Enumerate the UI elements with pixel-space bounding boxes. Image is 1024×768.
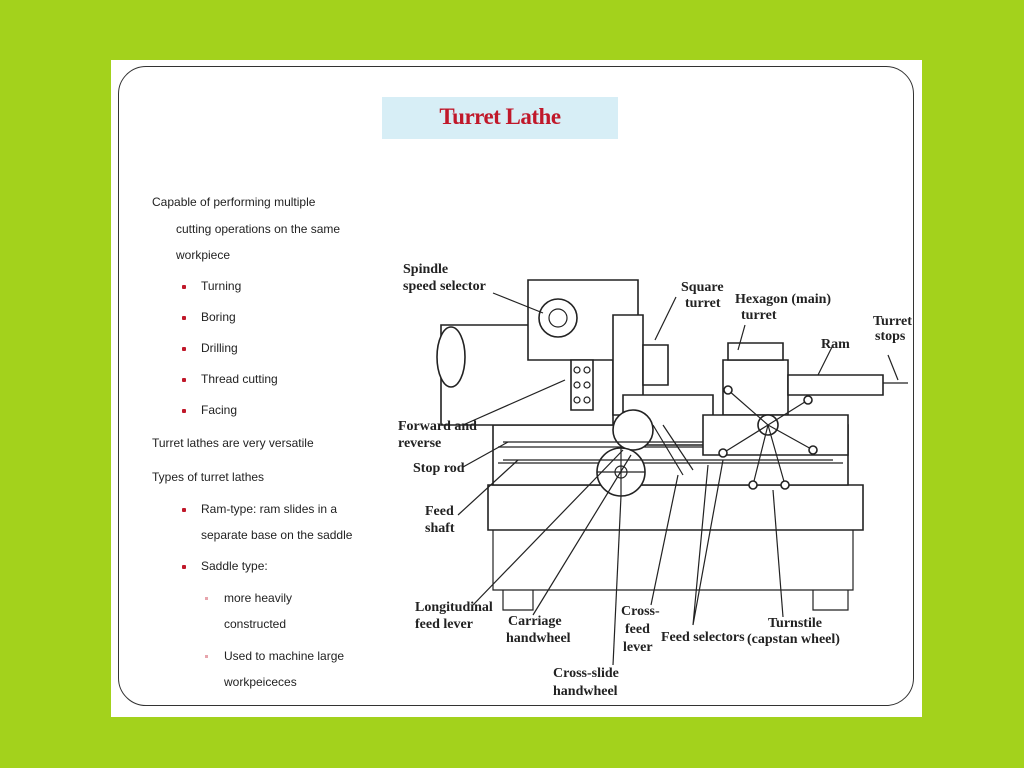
label-hexagon-line-2: turret bbox=[741, 308, 777, 323]
saddle-sub1-line-2: constructed bbox=[224, 617, 287, 631]
turret-top bbox=[727, 342, 784, 361]
slide: Turret Lathe Capable of performing multi… bbox=[111, 60, 922, 717]
label-turnstile-line-1: Turnstile bbox=[768, 616, 822, 631]
ram-type-line-1: Ram-type: ram slides in a bbox=[201, 502, 338, 516]
turret-lathe-diagram: Spindle speed selector Square turret Hex… bbox=[398, 262, 912, 699]
label-carriage-line-2: handwheel bbox=[506, 631, 571, 646]
slide-title: Turret Lathe bbox=[439, 104, 561, 129]
turret-saddle bbox=[702, 414, 849, 456]
label-turret-stops-line-1: Turret bbox=[873, 314, 912, 329]
square-turret bbox=[642, 344, 669, 386]
intro-text-line-3: workpiece bbox=[176, 248, 231, 262]
label-feed-selectors: Feed selectors bbox=[661, 630, 745, 645]
label-cross-feed-line-2: feed bbox=[625, 622, 650, 637]
headstock-end bbox=[436, 326, 466, 388]
slide-frame bbox=[118, 66, 914, 706]
label-cross-slide-line-1: Cross-slide bbox=[553, 666, 619, 681]
label-longitudinal-line-1: Longitudinal bbox=[415, 600, 493, 615]
label-forward-line-1: Forward and bbox=[398, 419, 477, 434]
label-longitudinal-line-2: feed lever bbox=[415, 617, 473, 632]
ram-type-line-2: separate base on the saddle bbox=[201, 528, 353, 542]
title-box: Turret Lathe bbox=[382, 97, 618, 139]
bullet-icon bbox=[182, 285, 186, 289]
lathe-stand bbox=[492, 530, 854, 591]
saddle-type-item: Saddle type: bbox=[201, 559, 268, 573]
bullet-icon bbox=[182, 347, 186, 351]
ram bbox=[787, 374, 884, 396]
operation-item: Drilling bbox=[201, 341, 238, 355]
label-hexagon-line-1: Hexagon (main) bbox=[735, 292, 831, 307]
label-spindle-line-2: speed selector bbox=[403, 279, 486, 294]
operation-item: Facing bbox=[201, 403, 238, 417]
speed-selector-hub bbox=[548, 308, 568, 328]
bullet-icon bbox=[182, 565, 186, 569]
bullet-icon bbox=[182, 316, 186, 320]
carriage-handwheel bbox=[612, 409, 654, 451]
label-feed-shaft-line-2: shaft bbox=[425, 521, 455, 536]
versatile-text: Turret lathes are very versatile bbox=[152, 436, 314, 450]
bullet-icon bbox=[182, 508, 186, 512]
hexagon-turret bbox=[722, 359, 789, 416]
label-carriage-line-1: Carriage bbox=[508, 614, 562, 629]
saddle-sub2-line-1: Used to machine large bbox=[224, 649, 345, 663]
intro-text-line-2: cutting operations on the same bbox=[176, 222, 341, 236]
operation-item: Turning bbox=[201, 279, 242, 293]
label-cross-feed-line-1: Cross- bbox=[621, 604, 660, 619]
intro-text-line-1: Capable of performing multiple bbox=[152, 195, 316, 209]
label-stop-rod: Stop rod bbox=[413, 461, 465, 476]
label-feed-shaft-line-1: Feed bbox=[425, 504, 454, 519]
label-forward-line-2: reverse bbox=[398, 436, 441, 451]
saddle-sub1-line-1: more heavily bbox=[224, 591, 293, 605]
label-cross-feed-line-3: lever bbox=[623, 640, 653, 655]
leader-lines bbox=[457, 292, 899, 666]
diagram-labels: Spindle speed selector Square turret Hex… bbox=[398, 262, 912, 699]
capstan-wheel bbox=[718, 385, 818, 490]
label-square-line-1: Square bbox=[681, 280, 724, 295]
label-cross-slide-line-2: handwheel bbox=[553, 684, 618, 699]
label-turret-stops-line-2: stops bbox=[875, 329, 906, 344]
sub-bullet-icon bbox=[205, 655, 208, 658]
label-turnstile-line-2: (capstan wheel) bbox=[747, 632, 840, 647]
types-heading: Types of turret lathes bbox=[152, 470, 265, 484]
label-ram: Ram bbox=[821, 337, 850, 352]
bullet-icon bbox=[182, 409, 186, 413]
sub-bullet-icon bbox=[205, 597, 208, 600]
operation-item: Boring bbox=[201, 310, 236, 324]
lathe-feet bbox=[502, 590, 849, 611]
saddle-sub2-line-2: workpeiceces bbox=[224, 675, 297, 689]
operation-item: Thread cutting bbox=[201, 372, 278, 386]
speed-selector-dial bbox=[538, 298, 578, 338]
lathe-base bbox=[487, 484, 864, 531]
lathe-machine-drawing bbox=[436, 279, 908, 611]
label-spindle-line-1: Spindle bbox=[403, 262, 448, 277]
bullet-icon bbox=[182, 378, 186, 382]
label-square-line-2: turret bbox=[685, 296, 721, 311]
feed-levers bbox=[652, 424, 694, 476]
